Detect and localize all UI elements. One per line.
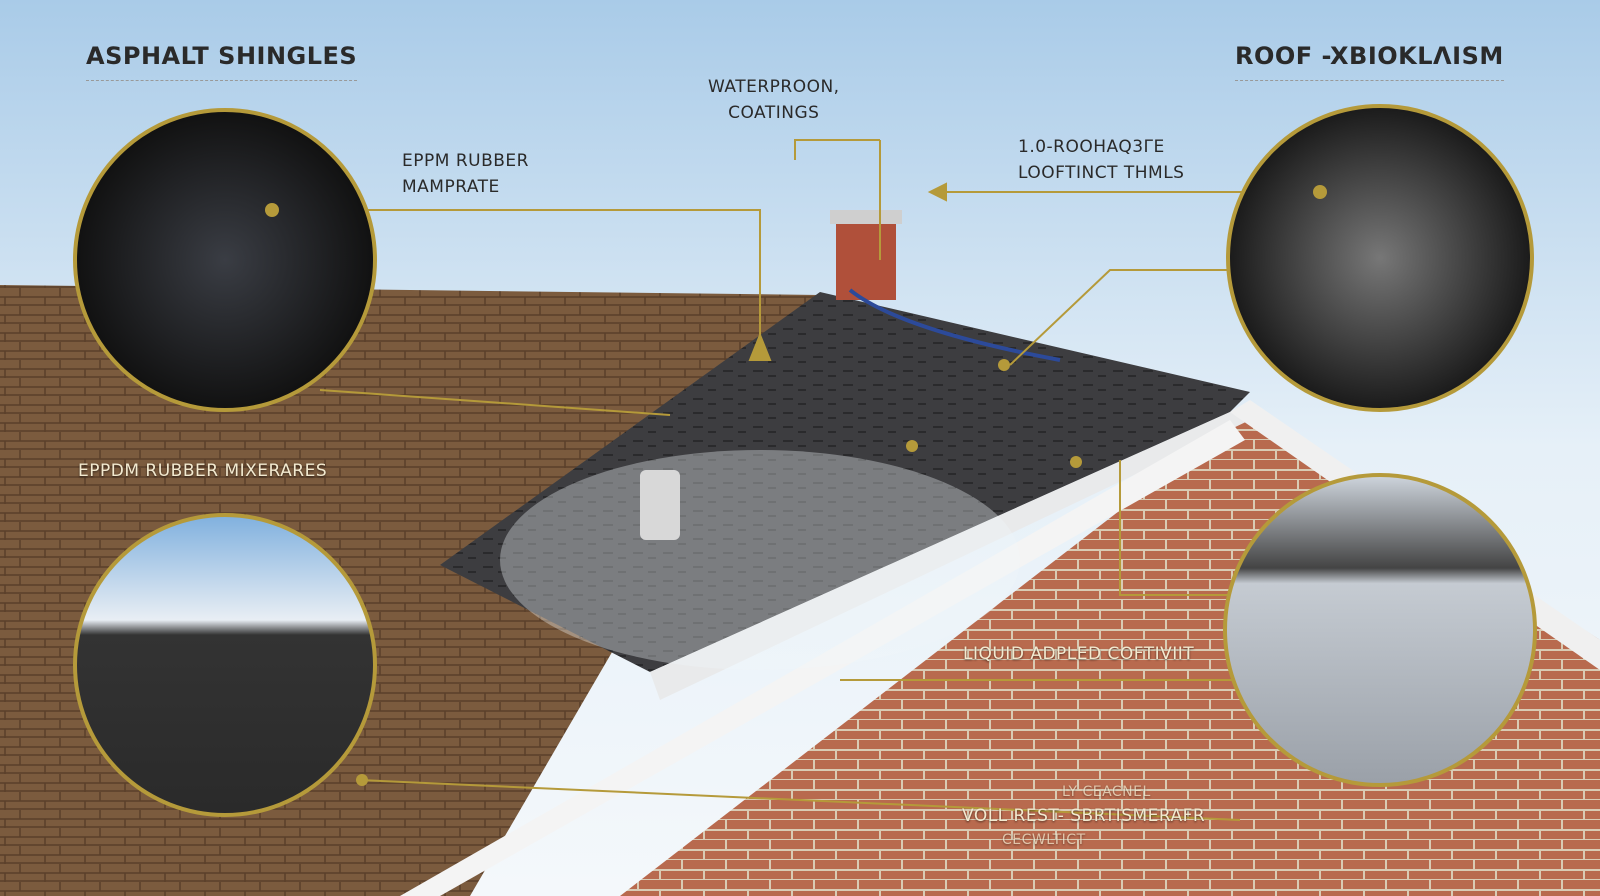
vent-pipe	[640, 470, 680, 540]
label-line: MAMPRATE	[402, 177, 500, 197]
label-line: LOOFTINCT THMLS	[1018, 163, 1185, 183]
label-epdm-mixtures: EPPDM RUBBER MIXERARES	[78, 461, 328, 481]
label-epdm-membrane: EPPM RUBBER MAMPRATE	[402, 148, 529, 200]
label-line: COATINGS	[728, 103, 820, 123]
liquid-coating-overlay	[500, 450, 1020, 670]
title-roof-right: ROOF -XBIOKLΛISM	[1235, 42, 1504, 81]
label-line: CECWLTICT	[1002, 832, 1086, 848]
label-right-top: 1.0-ROOHAQ3ΓE LOOFTINCT THMLS	[1018, 134, 1184, 186]
detail-circles	[73, 104, 1537, 817]
label-line: 1.0-ROOHAQ3ΓE	[1018, 137, 1165, 157]
label-liquid-coating: LIQUID ADPLED COFTIVIIT	[963, 644, 1195, 664]
label-line: LY CEACNEL	[1062, 784, 1151, 800]
circle-gutter-detail	[1223, 473, 1537, 787]
title-asphalt-shingles: ASPHALT SHINGLES	[86, 42, 358, 81]
circle-roof-detail	[1226, 104, 1534, 412]
fascia-board	[400, 420, 1245, 896]
label-line: EPPM RUBBER	[402, 151, 529, 171]
circle-vent-detail	[73, 513, 377, 817]
label-waterproof-coatings: WATERPROON, COATINGS	[708, 74, 840, 126]
label-line: VOLL REST- SBRTISMERAFR	[962, 806, 1206, 826]
label-bottom: LY CEACNEL VOLL REST- SBRTISMERAFR CECWL…	[962, 780, 1205, 852]
chimney	[836, 220, 896, 300]
label-line: WATERPROON,	[708, 77, 840, 97]
epdm-membrane	[440, 292, 1250, 672]
circle-asphalt-shingles	[73, 108, 377, 412]
